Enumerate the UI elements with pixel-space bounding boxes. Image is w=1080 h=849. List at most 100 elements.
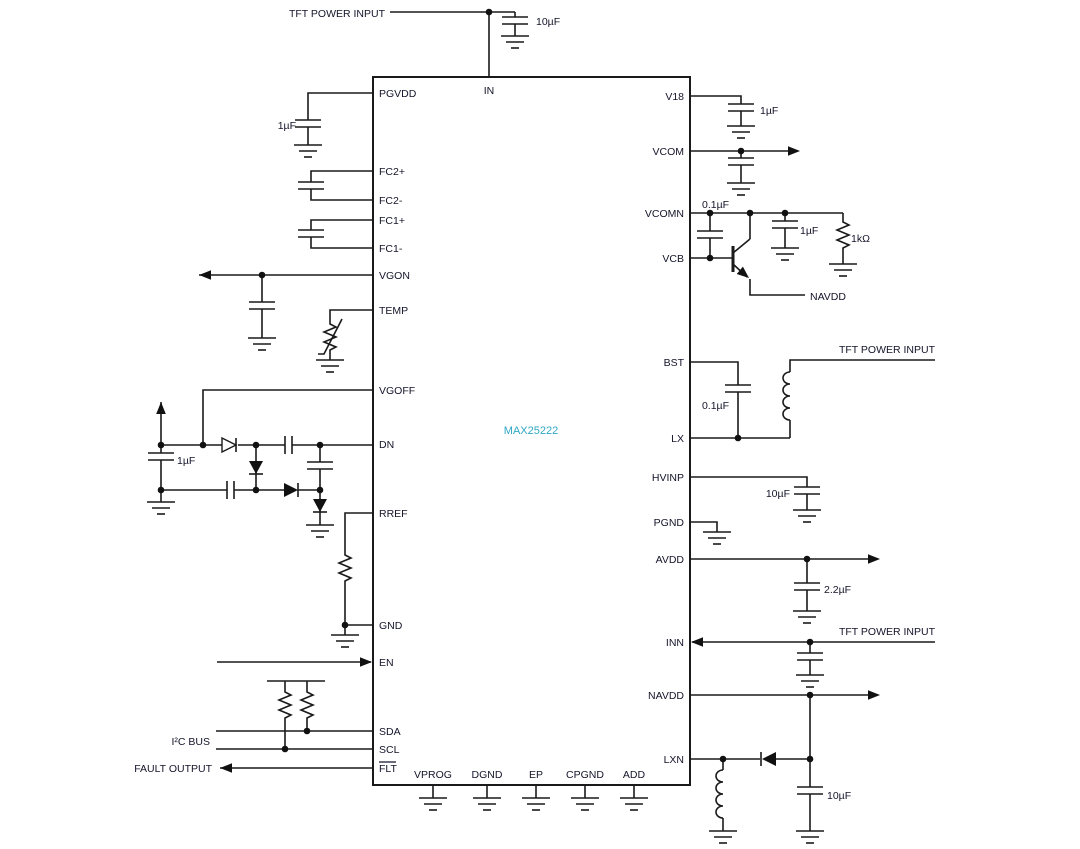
- pin-label-pgvdd: PGVDD: [379, 88, 417, 100]
- pin-label-gnd: GND: [379, 620, 403, 632]
- capacitor-c-vgoff: [147, 452, 175, 461]
- capacitor-c-navdd-1uf: [771, 220, 799, 229]
- net-label-tft-power-input-bst: TFT POWER INPUT: [839, 344, 936, 356]
- ground-icon: [146, 501, 176, 515]
- net-labels: TFT POWER INPUT TFT POWER INPUT TFT POWE…: [134, 8, 935, 775]
- chip-body: [372, 76, 691, 786]
- value-label-r-1k: 1kΩ: [851, 233, 870, 245]
- capacitor-dn-series-bottom: [226, 480, 235, 500]
- value-label-c-hvinp: 10µF: [766, 488, 790, 500]
- pin-label-in: IN: [484, 85, 495, 97]
- junction-dots: [157, 8, 814, 763]
- pin-label-inn: INN: [666, 637, 684, 649]
- vgon-arrow-icon: [199, 270, 211, 280]
- pin-label-dn: DN: [379, 439, 394, 451]
- pin-label-vcomn: VCOMN: [645, 208, 684, 220]
- pin-label-vcom: VCOM: [653, 146, 685, 158]
- pin-label-navdd: NAVDD: [648, 690, 684, 702]
- ground-icon: [500, 35, 530, 49]
- ground-icon: [795, 830, 825, 844]
- capacitor-fc1: [297, 229, 325, 238]
- net-label-i2c-bus: I²C BUS: [171, 736, 210, 748]
- capacitor-vcom: [727, 157, 755, 166]
- capacitor-c-avdd: [793, 582, 821, 591]
- ground-icon: [708, 830, 738, 844]
- resistor-symbols: [278, 219, 850, 721]
- net-label-navdd: NAVDD: [810, 291, 846, 303]
- pin-label-lx: LX: [671, 433, 684, 445]
- pin-label-v18: V18: [665, 91, 684, 103]
- pin-label-vcb: VCB: [662, 253, 684, 265]
- net-label-tft-power-input-inn: TFT POWER INPUT: [839, 626, 936, 638]
- pin-label-flt: FLT: [379, 763, 397, 775]
- pin-label-hvinp: HVINP: [652, 472, 684, 484]
- ground-icon: [570, 797, 600, 811]
- net-label-tft-power-input-top: TFT POWER INPUT: [289, 8, 386, 20]
- resistor-sda-pullup: [300, 689, 314, 721]
- vcom-arrow-icon: [788, 146, 800, 156]
- capacitor-c-lxn: [796, 786, 824, 795]
- dn-up-arrow-icon: [156, 402, 166, 414]
- capacitor-c-vcomn: [696, 230, 724, 239]
- chip-part-number: MAX25222: [504, 425, 558, 437]
- diode-dn-gnd-icon: [312, 498, 328, 513]
- inn-arrow-icon: [691, 637, 703, 647]
- pin-label-vgon: VGON: [379, 270, 410, 282]
- pin-label-vprog: VPROG: [414, 769, 452, 781]
- pin-label-fc2p: FC2+: [379, 166, 405, 178]
- ground-icon: [305, 524, 335, 538]
- value-label-c-vgoff: 1µF: [177, 455, 195, 467]
- capacitor-c-pgvdd: [294, 119, 322, 128]
- capacitor-dn-series-top: [284, 435, 293, 455]
- ground-icon: [726, 182, 756, 196]
- pin-label-pgnd: PGND: [654, 517, 685, 529]
- ground-icon: [521, 797, 551, 811]
- pin-label-avdd: AVDD: [656, 554, 685, 566]
- ground-icon: [792, 509, 822, 523]
- net-label-fault-output: FAULT OUTPUT: [134, 763, 212, 775]
- thermistor-element: [323, 321, 337, 353]
- pin-label-dgnd: DGND: [472, 769, 503, 781]
- pin-label-en: EN: [379, 657, 394, 669]
- resistor-1k: [836, 219, 850, 251]
- pin-label-vgoff: VGOFF: [379, 385, 415, 397]
- wires-top: [390, 11, 516, 77]
- ground-icon: [726, 125, 756, 139]
- inductor-symbols: [715, 371, 791, 819]
- value-label-c-avdd: 2.2µF: [824, 584, 851, 596]
- ground-icon: [770, 247, 800, 261]
- pin-label-scl: SCL: [379, 744, 400, 756]
- resistor-rref: [338, 552, 352, 584]
- value-label-c-pgvdd: 1µF: [278, 120, 296, 132]
- pin-label-lxn: LXN: [664, 754, 684, 766]
- pin-label-fc1p: FC1+: [379, 215, 405, 227]
- diode-lxn-icon: [760, 751, 777, 767]
- capacitor-dn-right: [306, 461, 334, 470]
- pin-label-sda: SDA: [379, 726, 401, 738]
- ground-icon: [293, 144, 323, 158]
- capacitor-c-bst: [724, 384, 752, 393]
- wires-left: [160, 92, 373, 769]
- inductor-lxn: [715, 769, 724, 819]
- capacitor-vgon: [248, 301, 276, 310]
- ground-icon: [418, 797, 448, 811]
- ground-icon: [330, 634, 360, 648]
- capacitor-fc2: [297, 181, 325, 190]
- capacitor-c-inn: [796, 652, 824, 661]
- pin-labels: IN PGVDD FC2+ FC2- FC1+ FC1- VGON TEMP V…: [379, 85, 685, 781]
- npn-transistor-symbol: [731, 238, 753, 282]
- value-label-c-vcomn: 0.1µF: [702, 199, 729, 211]
- en-arrow-icon: [360, 657, 372, 667]
- fault-arrow-icon: [220, 763, 232, 773]
- avdd-arrow-icon: [868, 554, 880, 564]
- pin-label-bst: BST: [664, 357, 685, 369]
- pin-label-cpgnd: CPGND: [566, 769, 604, 781]
- wires-bottom: [432, 785, 635, 798]
- ground-icon: [472, 797, 502, 811]
- capacitor-c-hvinp: [793, 486, 821, 495]
- ground-icon: [792, 610, 822, 624]
- resistor-scl-pullup: [278, 689, 292, 721]
- thermistor-strike-icon: [318, 318, 343, 355]
- value-label-c-bst: 0.1µF: [702, 400, 729, 412]
